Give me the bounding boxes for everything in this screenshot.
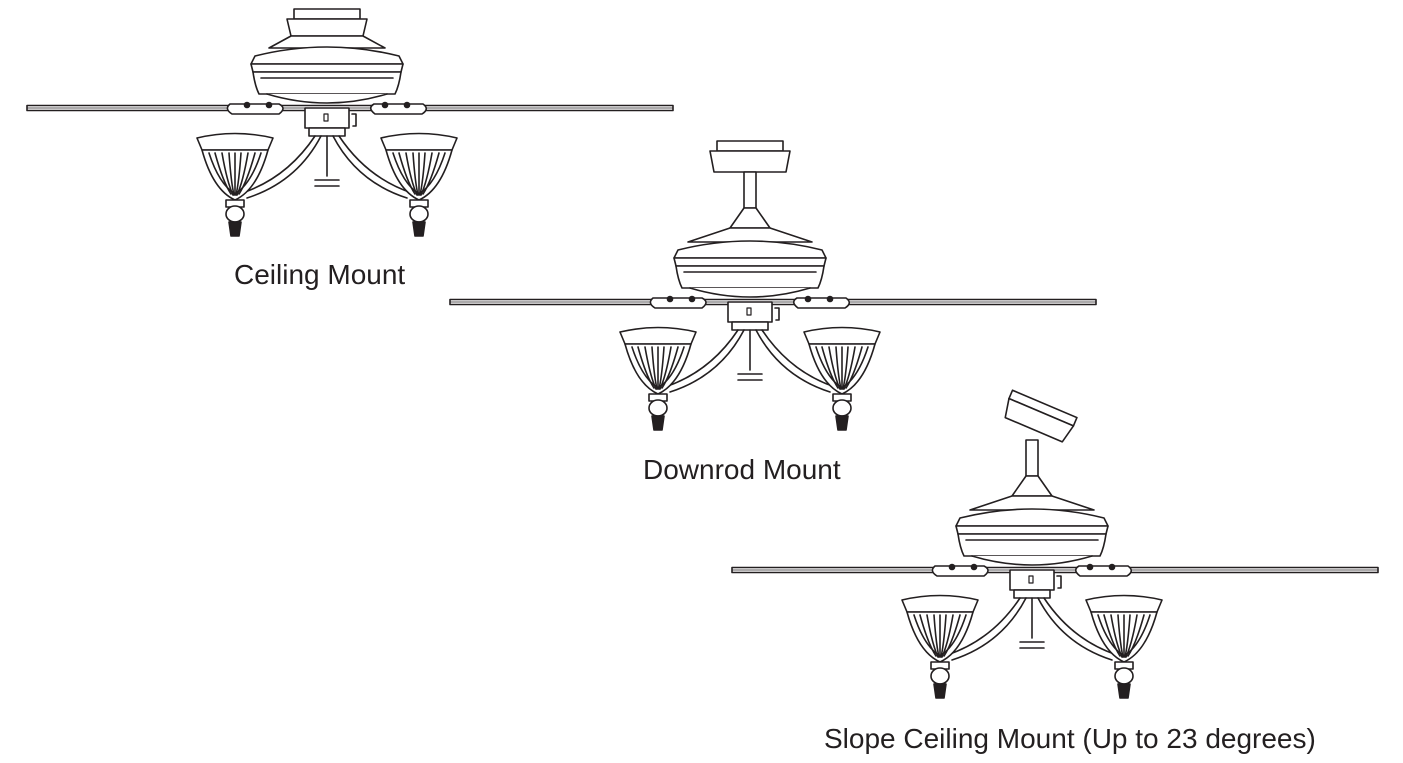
ceiling-mount-caption: Ceiling Mount — [234, 259, 406, 290]
ceiling-mount-fan — [27, 8, 673, 236]
slope-ceiling-mount-fan — [732, 389, 1378, 698]
downrod-mount-caption: Downrod Mount — [643, 454, 841, 485]
slope-ceiling-mount-caption: Slope Ceiling Mount (Up to 23 degrees) — [824, 723, 1316, 754]
downrod-mount-fan — [450, 140, 1096, 430]
